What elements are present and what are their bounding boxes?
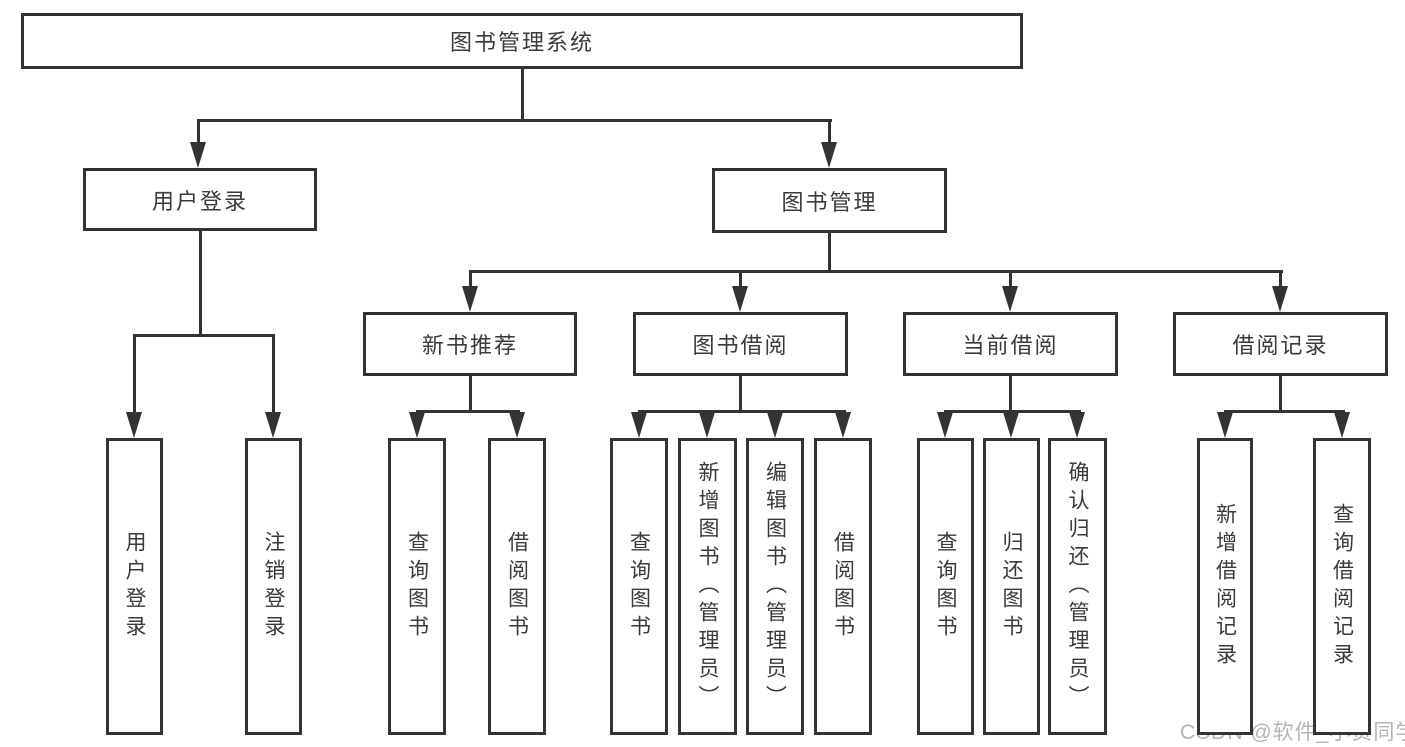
arrowhead-down-icon [821, 142, 837, 168]
arrowhead-down-icon [1002, 286, 1018, 312]
arrowhead-down-icon [631, 412, 647, 438]
connector-line [1009, 273, 1012, 289]
leaf-query-book-current-box: 查询图书 [917, 438, 974, 735]
connector-line [469, 376, 472, 413]
arrowhead-down-icon [1217, 412, 1233, 438]
leaf-borrow-book-label: 借阅图书 [831, 530, 855, 643]
current-borrow-label: 当前借阅 [962, 333, 1059, 358]
arrowhead-down-icon [509, 412, 525, 438]
leaf-borrow-book-recommend-box: 借阅图书 [488, 438, 546, 735]
arrowhead-down-icon [1272, 286, 1288, 312]
leaf-add-borrow-record-box: 新增借阅记录 [1197, 438, 1253, 735]
connector-line [133, 334, 275, 337]
connector-line [638, 410, 846, 413]
leaf-confirm-return-admin-box: 确认归还（管理员） [1048, 438, 1107, 735]
leaf-edit-book-admin-label: 编辑图书（管理员） [763, 460, 787, 713]
root-box: 图书管理系统 [21, 13, 1023, 69]
arrowhead-down-icon [699, 412, 715, 438]
connector-line [1224, 410, 1345, 413]
connector-line [469, 273, 472, 289]
leaf-add-borrow-record-label: 新增借阅记录 [1213, 502, 1237, 671]
arrowhead-down-icon [126, 412, 142, 438]
leaf-return-book-box: 归还图书 [983, 438, 1040, 735]
connector-line [828, 122, 831, 145]
leaf-add-book-admin-label: 新增图书（管理员） [696, 460, 719, 713]
connector-line [469, 270, 1283, 273]
current-borrow-box: 当前借阅 [903, 312, 1118, 376]
arrowhead-down-icon [937, 412, 953, 438]
leaf-edit-book-admin-box: 编辑图书（管理员） [746, 438, 804, 735]
connector-line [944, 410, 1081, 413]
book-management-label: 图书管理 [781, 189, 878, 215]
connector-line [1279, 376, 1282, 413]
borrow-records-box: 借阅记录 [1173, 312, 1388, 376]
arrowhead-down-icon [462, 286, 478, 312]
connector-line [1279, 273, 1282, 289]
arrowhead-down-icon [767, 412, 783, 438]
borrow-records-label: 借阅记录 [1232, 333, 1329, 358]
connector-line [133, 337, 136, 415]
connector-line [197, 119, 832, 122]
arrowhead-down-icon [190, 142, 206, 168]
leaf-borrow-book-box: 借阅图书 [814, 438, 872, 735]
leaf-query-book-recommend-label: 查询图书 [405, 530, 429, 643]
connector-line [272, 337, 275, 415]
leaf-logout-label: 注销登录 [262, 530, 285, 643]
leaf-query-borrow-record-box: 查询借阅记录 [1313, 438, 1371, 735]
new-book-recommend-box: 新书推荐 [363, 312, 577, 376]
arrowhead-down-icon [409, 412, 425, 438]
book-management-box: 图书管理 [712, 168, 947, 233]
connector-line [197, 122, 200, 145]
connector-line [521, 69, 524, 120]
leaf-query-borrow-record-label: 查询借阅记录 [1330, 502, 1354, 671]
user-login-box: 用户登录 [83, 168, 317, 231]
user-login-label: 用户登录 [151, 188, 248, 214]
leaf-user-login-label: 用户登录 [123, 530, 146, 643]
connector-line [739, 376, 742, 413]
connector-line [828, 233, 831, 273]
leaf-return-book-label: 归还图书 [1000, 530, 1023, 643]
arrowhead-down-icon [835, 412, 851, 438]
connector-line [199, 231, 202, 337]
book-borrow-label: 图书借阅 [692, 333, 789, 358]
connector-line [739, 273, 742, 289]
book-borrow-box: 图书借阅 [633, 312, 848, 376]
arrowhead-down-icon [1334, 412, 1350, 438]
arrowhead-down-icon [732, 286, 748, 312]
leaf-query-book-borrow-label: 查询图书 [627, 530, 651, 643]
leaf-query-book-current-label: 查询图书 [934, 530, 957, 643]
leaf-logout-box: 注销登录 [245, 438, 302, 735]
leaf-query-book-borrow-box: 查询图书 [610, 438, 668, 735]
arrowhead-down-icon [1003, 412, 1019, 438]
leaf-query-book-recommend-box: 查询图书 [388, 438, 446, 735]
arrowhead-down-icon [1069, 412, 1085, 438]
new-book-recommend-label: 新书推荐 [421, 333, 518, 358]
connector-line [1009, 376, 1012, 413]
leaf-add-book-admin-box: 新增图书（管理员） [678, 438, 737, 735]
leaf-borrow-book-recommend-label: 借阅图书 [505, 530, 529, 643]
leaf-user-login-box: 用户登录 [106, 438, 163, 735]
leaf-confirm-return-admin-label: 确认归还（管理员） [1066, 460, 1089, 713]
arrowhead-down-icon [265, 412, 281, 438]
connector-line [416, 410, 520, 413]
root-label: 图书管理系统 [449, 30, 594, 55]
